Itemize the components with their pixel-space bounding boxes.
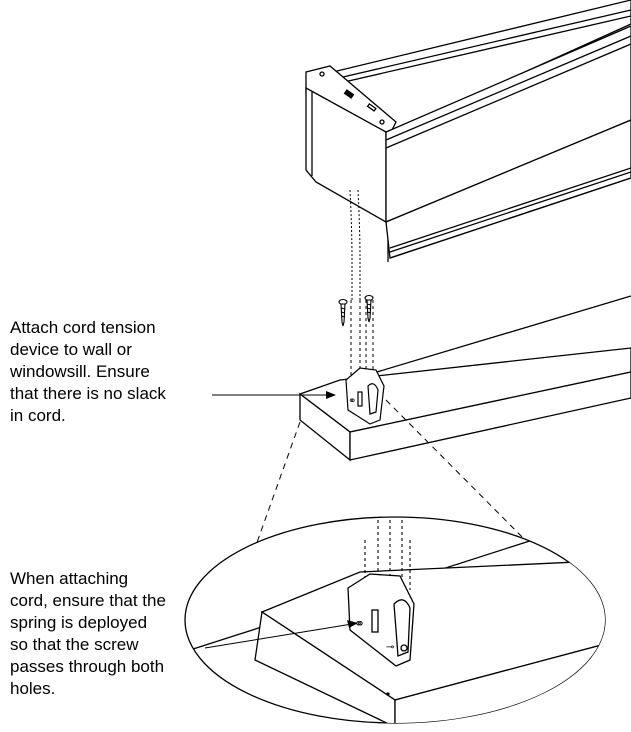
sill-side (349, 371, 631, 461)
wall-edge (329, 295, 631, 387)
detail-sill-front (254, 610, 396, 723)
windowsill-upper (298, 295, 631, 462)
magnified-detail: ⚭ ⊸ (184, 516, 606, 724)
svg-text:⚭: ⚭ (348, 396, 356, 407)
headrail-front (385, 25, 631, 223)
bead-chain-upper (349, 189, 374, 392)
magnify-projection (249, 399, 546, 563)
svg-text:⊸: ⊸ (386, 642, 394, 653)
screw-left (338, 298, 348, 327)
bracket-slot-1 (343, 89, 355, 99)
headrail-endcap (305, 86, 387, 224)
bracket-screw-hole (319, 71, 325, 77)
screw-right (364, 294, 374, 323)
tension-device-upper: ⚭ (345, 367, 385, 425)
svg-text:⚭: ⚭ (354, 616, 365, 631)
detail-tension-device: ⚭ ⊸ (347, 573, 415, 667)
pointer-arrow-top (326, 391, 336, 399)
blind-fabric (385, 119, 631, 259)
roller-blind-headrail (305, 0, 631, 262)
bracket-screw-hole-2 (379, 119, 385, 125)
bracket-slot-2 (366, 102, 377, 112)
caption-attach-tension-device: Attach cord tension device to wall or wi… (10, 318, 166, 425)
pointer-line-bottom (204, 623, 353, 649)
caption-spring-deployed: When attaching cord, ensure that the spr… (10, 569, 166, 698)
pointer-arrow-bottom (347, 620, 358, 628)
detail-corner-dot (386, 692, 390, 696)
